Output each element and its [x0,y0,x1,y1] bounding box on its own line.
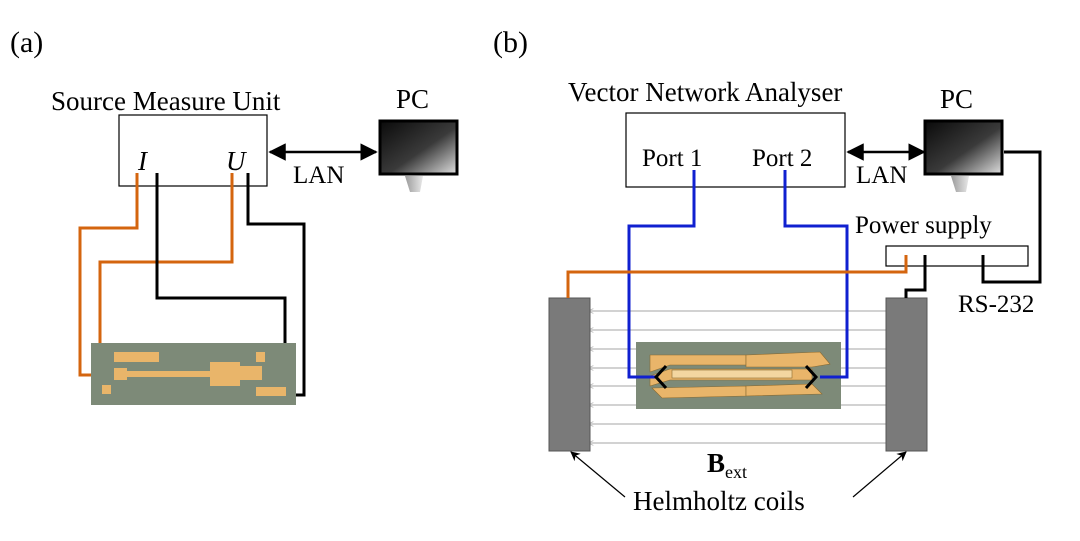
pc-monitor-icon [378,119,459,192]
field-label: Bext [707,448,747,482]
pc-monitor-icon-b [923,119,1004,192]
helmholtz-coils-label: Helmholtz coils [633,486,805,516]
probe-tips [653,364,819,390]
panel-b-tag: (b) [493,26,528,59]
sample-chip-b [636,342,841,409]
lan-label-b: LAN [856,162,907,189]
vna-port-2: Port 2 [752,145,812,172]
pc-label-b: PC [940,84,973,114]
smu-terminal-i: I [137,146,149,176]
power-supply-label: Power supply [855,212,992,239]
lan-label-a: LAN [293,162,344,189]
panel-a: (a) Source Measure Unit I U LAN PC [10,26,459,405]
smu-label: Source Measure Unit [51,86,281,116]
field-symbol: B [707,448,725,478]
vna-label: Vector Network Analyser [568,77,842,107]
wires-b [566,150,1042,379]
rs232-label: RS-232 [958,291,1034,318]
coil-pointer-left [570,451,626,498]
power-supply-box [885,245,1029,267]
smu-terminal-u: U [226,146,247,176]
field-subscript: ext [725,462,747,482]
helmholtz-coil-right [885,297,928,452]
coil-pointer-right [852,451,907,498]
pc-label-a: PC [396,84,429,114]
helmholtz-coil-left [548,297,591,452]
vna-box [625,112,846,188]
sample-chip-a [91,343,296,405]
smu-box [118,114,268,187]
panel-a-tag: (a) [10,26,43,59]
vna-port-1: Port 1 [642,145,702,172]
panel-b: (b) Vector Network Analyser Port 1 Port … [493,26,1042,516]
